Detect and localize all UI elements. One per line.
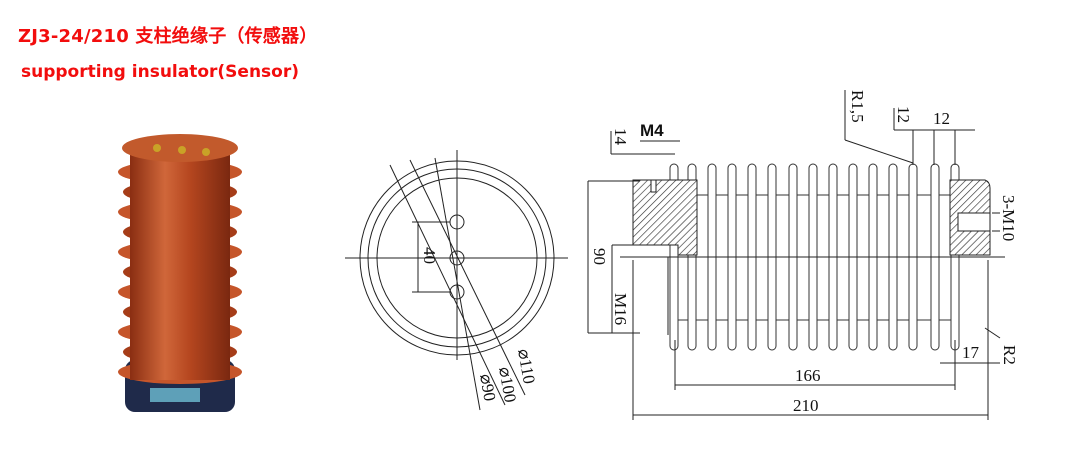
dim-hole-spacing: 40 [420,247,439,264]
top-view-drawing: 40 ⌀110 ⌀100 ⌀90 [345,150,568,411]
insert-hole [153,144,161,152]
insulator-photo [118,134,242,412]
insulator-label [150,388,200,402]
dim-fin-pitch-b: 12 [933,109,950,128]
product-subtitle: supporting insulator(Sensor) [21,62,300,82]
dim-thread-depth: 14 [611,128,630,146]
dim-thread-m4: M4 [640,121,664,140]
left-flange-section [632,179,698,256]
dim-height-90: 90 [590,248,609,265]
insert-hole [178,146,186,154]
product-title: ZJ3-24/210 支柱绝缘子（传感器） [18,26,318,47]
dim-thread-m16: M16 [611,293,630,325]
dim-shed-166: 166 [795,366,821,385]
outer-circle [359,160,555,356]
dim-total-210: 210 [793,396,819,415]
hole [449,250,465,266]
dim-diameter-90: ⌀90 [476,372,499,402]
dim-fin-pitch-a: 12 [894,106,913,123]
insert-hole [202,148,210,156]
side-view-drawing: M4 14 R1,5 12 12 3-M10 90 M16 17 R2 166 … [587,90,1019,420]
dim-fin-radius: R1,5 [848,90,867,123]
dim-flange-17: 17 [962,343,980,362]
dim-radius-r2: R2 [1000,345,1019,365]
dim-thread-m10: 3-M10 [999,195,1018,241]
